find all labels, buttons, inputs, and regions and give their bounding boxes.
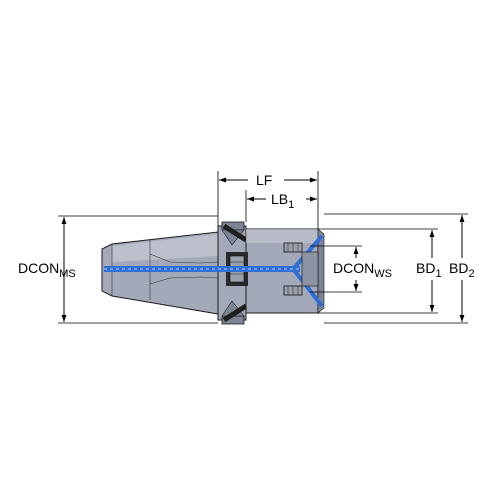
bd2-dimension: BD2 [324,213,484,324]
lf-dimension: LF [217,171,319,229]
lb1-dimension: LB1 [245,190,317,222]
lb1-label: LB1 [271,191,294,211]
taper-shank [101,231,219,315]
bd1-label: BD1 [416,260,442,280]
dcon-ws-dimension: DCONWS [310,245,412,293]
bd1-dimension: BD1 [318,228,446,314]
dcon-ms-dimension: DCONMS [18,215,218,324]
dcon-ms-label: DCONMS [18,260,76,280]
dcon-ws-label: DCONWS [333,260,392,280]
clamping-screws [283,242,319,296]
lf-label: LF [256,172,272,188]
bd2-label: BD2 [449,260,475,280]
